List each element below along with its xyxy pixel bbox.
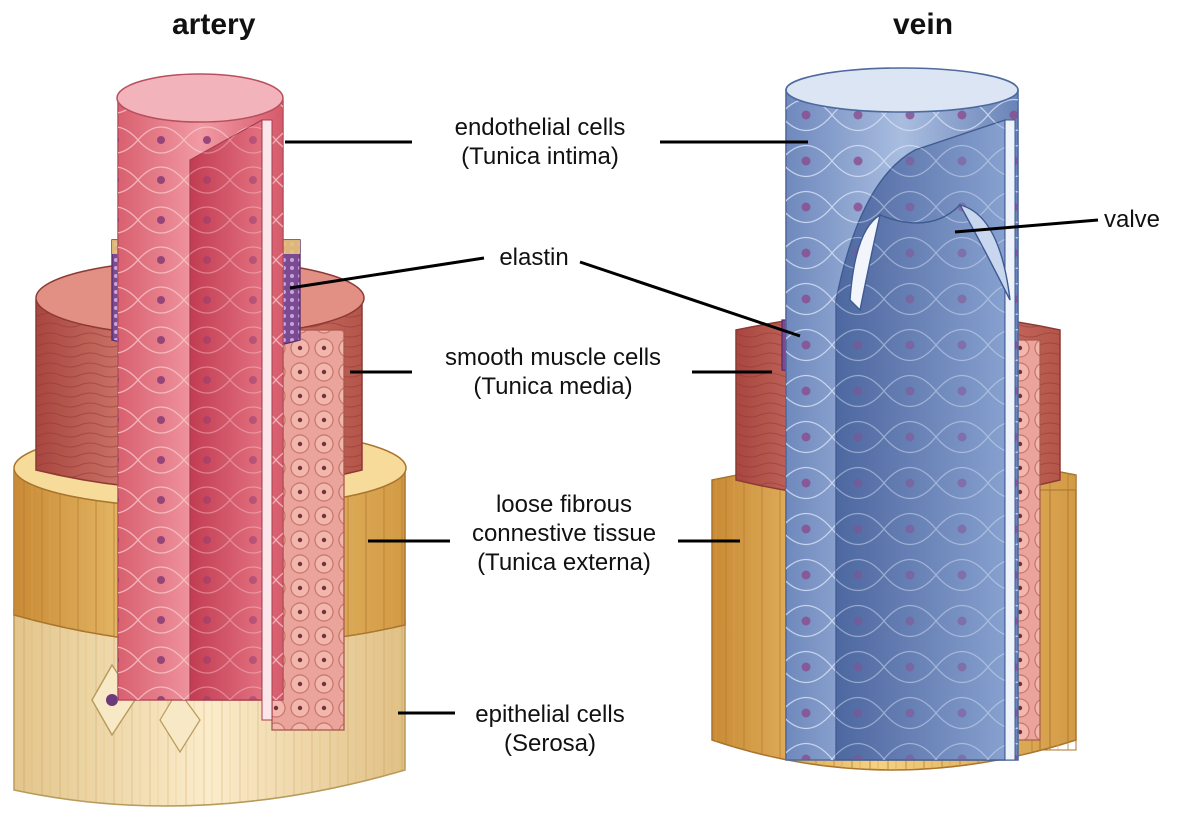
label-endothelial-line1: endothelial cells [420, 113, 660, 142]
label-epithelial-cells: epithelial cells (Serosa) [455, 700, 645, 758]
label-smooth-muscle-cells: smooth muscle cells (Tunica media) [414, 343, 692, 401]
label-smooth-muscle-line2: (Tunica media) [414, 372, 692, 401]
label-valve: valve [1104, 205, 1174, 234]
vein-intima-layer [786, 68, 1018, 760]
artery-title: artery [172, 8, 255, 42]
label-epithelial-line2: (Serosa) [455, 729, 645, 758]
vein-title: vein [893, 8, 953, 42]
artery-intima-layer [117, 74, 283, 720]
label-connective-line1: loose fibrous [446, 490, 682, 519]
label-epithelial-line1: epithelial cells [455, 700, 645, 729]
vein-illustration [712, 68, 1076, 770]
label-connective-tissue: loose fibrous connestive tissue (Tunica … [446, 490, 682, 577]
label-valve-line1: valve [1104, 205, 1174, 234]
artery-illustration [14, 74, 406, 806]
label-endothelial-cells: endothelial cells (Tunica intima) [420, 113, 660, 171]
label-connective-line2: connestive tissue [446, 519, 682, 548]
leader-elastin-vein [580, 262, 800, 336]
label-endothelial-line2: (Tunica intima) [420, 142, 660, 171]
label-elastin-line1: elastin [486, 243, 582, 272]
label-connective-line3: (Tunica externa) [446, 548, 682, 577]
label-elastin: elastin [486, 243, 582, 272]
label-smooth-muscle-line1: smooth muscle cells [414, 343, 692, 372]
